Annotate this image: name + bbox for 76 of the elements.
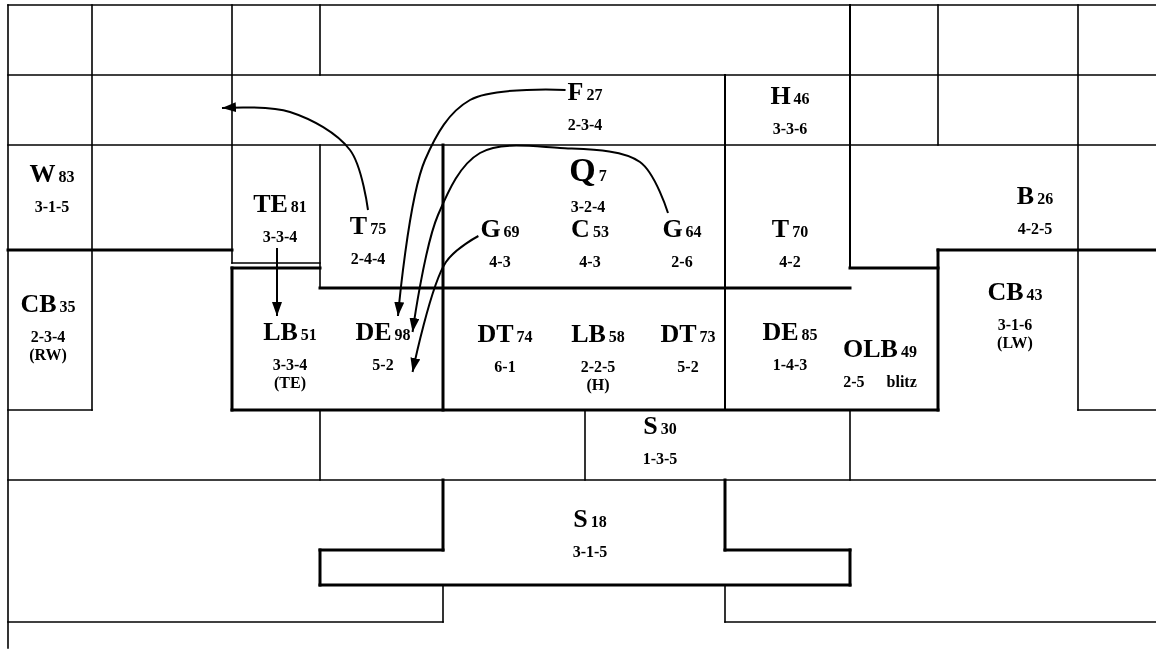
position-label: G <box>480 214 501 243</box>
stat-line: 2-3-4 <box>30 328 66 345</box>
stat-line: 3-1-6 <box>997 316 1033 333</box>
arrow <box>409 144 669 333</box>
jersey-number: 74 <box>516 328 533 345</box>
position-label: G <box>662 214 683 243</box>
stat-line: 4-2 <box>779 253 801 270</box>
jersey-number: 75 <box>370 220 387 237</box>
jersey-number: 64 <box>685 223 702 240</box>
jersey-number: 58 <box>608 328 625 345</box>
position-label: Q <box>569 151 596 188</box>
jersey-number: 51 <box>300 326 317 343</box>
position-label: DT <box>660 319 697 348</box>
stat-line: 4-2-5 <box>1017 220 1053 237</box>
jersey-number: 30 <box>660 420 677 437</box>
jersey-number: 43 <box>1026 286 1043 303</box>
position-label: TE <box>253 189 288 218</box>
position-label: CB <box>20 289 57 318</box>
jersey-number: 18 <box>590 513 607 530</box>
jersey-number: 53 <box>592 223 609 240</box>
stat-line: 6-1 <box>494 358 516 375</box>
stat-line: 1-4-3 <box>772 356 808 373</box>
stat-line: 2-5 <box>843 373 865 390</box>
role-note: (LW) <box>997 334 1033 351</box>
jersey-number: 85 <box>801 326 818 343</box>
stat-line: 2-6 <box>671 253 693 270</box>
position-label: B <box>1016 181 1035 210</box>
position-label: H <box>770 81 791 110</box>
arrow <box>410 235 480 373</box>
arrow <box>272 247 282 317</box>
stat-line: 3-3-4 <box>262 228 298 245</box>
stat-line: 2-2-5 <box>580 358 616 375</box>
jersey-number: 70 <box>792 223 809 240</box>
position-label: S <box>643 411 658 440</box>
stat-line: 4-3 <box>489 253 511 270</box>
position-label: LB <box>571 319 606 348</box>
stat-line: 3-2-4 <box>570 198 606 215</box>
position-label: T <box>771 214 790 243</box>
position-label: LB <box>263 317 298 346</box>
position-label: DE <box>762 317 799 346</box>
jersey-number: 83 <box>58 168 75 185</box>
stat-line: 3-3-6 <box>772 120 808 137</box>
jersey-number: 27 <box>586 86 603 103</box>
jersey-number: 49 <box>900 343 917 360</box>
position-label: DE <box>355 317 392 346</box>
stat-line: 5-2 <box>372 356 394 373</box>
position-label: W <box>29 159 56 188</box>
stat-line: 3-1-5 <box>34 198 70 215</box>
arrow <box>221 102 369 211</box>
stat-line: 3-3-4 <box>272 356 308 373</box>
position-label: F <box>567 77 584 106</box>
jersey-number: 81 <box>290 198 307 215</box>
stat-line: 3-1-5 <box>572 543 608 560</box>
position-label: C <box>571 214 590 243</box>
stat-line: 5-2 <box>677 358 699 375</box>
arrow <box>394 88 567 317</box>
jersey-number: 7 <box>598 167 607 184</box>
position-label: S <box>573 504 588 533</box>
stat-line: 4-3 <box>579 253 601 270</box>
jersey-number: 98 <box>394 326 411 343</box>
role-note: (TE) <box>274 374 306 391</box>
role-note: (RW) <box>29 346 67 363</box>
stat-line: 2-4-4 <box>350 250 386 267</box>
role-note: blitz <box>886 373 917 390</box>
jersey-number: 73 <box>699 328 716 345</box>
position-label: CB <box>987 277 1024 306</box>
position-label: DT <box>477 319 514 348</box>
jersey-number: 46 <box>793 90 810 107</box>
role-note: (H) <box>586 376 610 393</box>
stat-line: 1-3-5 <box>642 450 678 467</box>
position-label: T <box>349 211 368 240</box>
stat-line: 2-3-4 <box>567 116 603 133</box>
jersey-number: 69 <box>503 223 520 240</box>
position-label: OLB <box>843 334 898 363</box>
jersey-number: 26 <box>1037 190 1054 207</box>
jersey-number: 35 <box>59 298 76 315</box>
